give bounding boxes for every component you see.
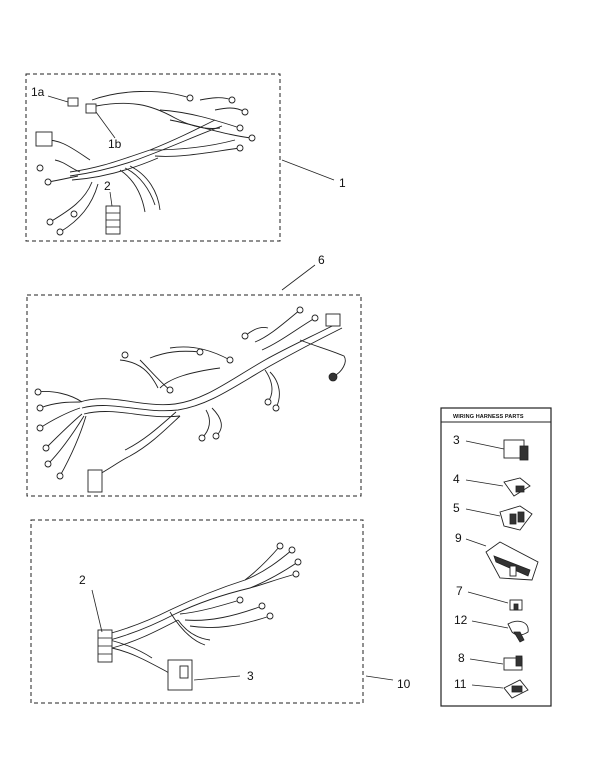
harness-10-terminals (236, 542, 302, 620)
harness-10-group: 2 3 10 (30, 519, 411, 704)
harness-1-terminals (36, 94, 256, 236)
harness-6-branch-d (299, 339, 346, 377)
harness-10-trunk (107, 549, 299, 649)
part-9-connector-block-icon (485, 541, 539, 581)
leader-6 (281, 264, 316, 291)
leader-10 (365, 675, 394, 681)
harness-10-branch-a (244, 545, 297, 589)
part-5-connector-icon (499, 505, 533, 531)
harness-1-branch-c (149, 139, 241, 157)
part-4-connector-icon (503, 477, 531, 497)
harness-6-branch-a (244, 309, 316, 351)
part-number-12: 12 (454, 613, 468, 627)
callout-2-top: 2 (104, 179, 111, 193)
parts-panel-leaders (465, 440, 509, 689)
harness-1-branch-f (119, 165, 161, 213)
harness-1-plug-left (35, 131, 53, 147)
harness-10-branch-b (179, 599, 271, 628)
callout-6: 6 (318, 253, 325, 267)
part-number-8: 8 (458, 651, 465, 665)
leader-3-bottom (193, 675, 241, 681)
harness-1-branch-b (159, 109, 253, 139)
callout-10: 10 (397, 677, 411, 691)
harness-6-branch-f (201, 407, 222, 439)
harness-1-trunk (69, 119, 223, 181)
harness-6-terminals (34, 306, 319, 480)
harness-1-box (25, 73, 281, 242)
parts-panel-title: WIRING HARNESS PARTS (453, 414, 524, 420)
part-number-4: 4 (453, 472, 460, 486)
harness-1-branch-e (49, 181, 99, 233)
part-11-terminal-icon (503, 679, 529, 699)
leader-2-top (109, 191, 113, 207)
part-number-7: 7 (456, 584, 463, 598)
harness-6-box (26, 294, 362, 497)
harness-6-connector-left (87, 469, 103, 493)
callout-2-bottom: 2 (79, 573, 86, 587)
leader-1a (47, 95, 69, 103)
harness-1-group: 1a 1b 2 1 (25, 73, 346, 242)
part-number-5: 5 (453, 501, 460, 515)
harness-10-connector-3-tab (179, 665, 189, 679)
harness-6-ground-ring (328, 372, 338, 382)
harness-6-group: 6 (26, 253, 362, 497)
harness-6-branch-g (95, 411, 181, 477)
part-3-connector-icon (503, 439, 529, 461)
callout-1a: 1a (31, 85, 45, 99)
callout-1: 1 (339, 176, 346, 190)
part-8-terminal-icon (503, 655, 523, 671)
harness-6-branch-h (37, 391, 87, 477)
part-number-9: 9 (455, 531, 462, 545)
connector-1a (67, 97, 79, 107)
harness-6-connector-right (325, 313, 341, 327)
harness-6-trunk (79, 321, 343, 418)
wiring-harness-parts-panel: WIRING HARNESS PARTS 3 4 5 9 7 12 8 11 (440, 407, 552, 707)
part-number-11: 11 (454, 677, 467, 691)
leader-1 (281, 159, 335, 181)
leader-1b (95, 111, 116, 139)
part-12-clip-icon (507, 620, 529, 643)
callout-1b: 1b (108, 137, 122, 151)
leader-2-bottom (91, 589, 103, 633)
connector-1b (85, 103, 97, 114)
harness-1-branch-g (199, 97, 246, 113)
part-7-clip-icon (509, 599, 523, 611)
part-number-3: 3 (453, 433, 460, 447)
harness-1-branch-a (91, 90, 221, 129)
harness-10-box (30, 519, 364, 704)
callout-3-bottom: 3 (247, 669, 254, 683)
harness-10-branch-d (169, 611, 211, 646)
harness-6-branch-c (119, 359, 221, 389)
